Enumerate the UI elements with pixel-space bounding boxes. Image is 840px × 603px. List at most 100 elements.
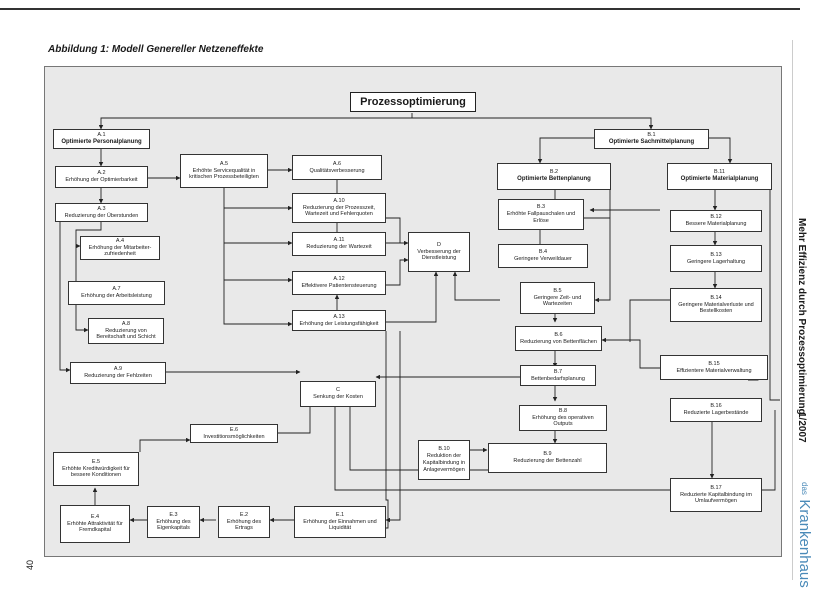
box-text: Erhöhung der Arbeitsleistung (81, 293, 152, 299)
box-text: Bessere Materialplanung (685, 221, 747, 227)
box-text: Reduzierte Lagerbestände (683, 410, 749, 416)
box-id: E.5 (91, 458, 101, 465)
box-text: Reduzierung der Überstunden (64, 212, 139, 219)
box-id: A.4 (115, 237, 125, 244)
box-id: C (336, 387, 340, 394)
box-id: A.12 (333, 276, 345, 283)
box-id: B.5 (553, 287, 562, 294)
box-id: A.10 (333, 197, 345, 204)
box-text: Reduzierung der Fehlzeiten (84, 373, 152, 379)
box-text: Qualitätsverbesserung (309, 167, 365, 174)
box-text: Erhöhte Kreditwürdigkeit für bessere Kon… (62, 465, 130, 479)
box-id: E.3 (169, 511, 178, 518)
box-id: B.14 (710, 294, 722, 301)
box-id: B.15 (708, 360, 720, 367)
box-id: B.10 (438, 446, 450, 453)
box-text: Reduzierung der Prozesszeit, Wartezeit u… (302, 204, 376, 218)
box-text: Geringere Zeit- und Wartezeiten (533, 294, 582, 308)
logo-bottom: Krankenhaus (796, 499, 813, 588)
box-id: A.8 (121, 320, 131, 327)
box-text: Erhöhung des operativen Outputs (532, 414, 594, 428)
issue-number: 1/2007 (796, 412, 807, 443)
box-text: Effektivere Patientensteuerung (301, 283, 377, 289)
box-text: Reduktion der Kapitalbindung in Anlageve… (422, 453, 466, 473)
box-id: B.8 (558, 407, 568, 414)
box-id: E.2 (239, 511, 249, 518)
margin-rule (792, 40, 793, 580)
page-number: 40 (25, 560, 35, 571)
box-id: A.5 (219, 160, 229, 167)
box-id: A.9 (113, 366, 123, 373)
box-id: A.13 (333, 313, 345, 320)
box-id: A.7 (112, 286, 121, 293)
box-id: D (437, 241, 441, 248)
logo-top: das (800, 482, 809, 495)
box-text: Optimierte Sachmittelplanung (608, 138, 695, 145)
top-rule (0, 8, 800, 10)
box-text: Geringere Materialverluste und Bestellko… (678, 301, 754, 315)
box-text: Investitionsmöglichkeiten (203, 433, 265, 440)
running-title: Mehr Effizienz durch Prozessoptimierung (796, 218, 807, 415)
box-id: B.2 (549, 169, 559, 176)
box-id: A.11 (333, 237, 345, 244)
box-id: B.4 (538, 249, 548, 256)
box-text: Reduzierte Kapitalbindung im Umlaufvermö… (680, 491, 752, 505)
box-text: Reduzierung von Bereitschaft und Schicht (96, 327, 156, 341)
box-text: Reduzierung der Wartezeit (306, 244, 372, 250)
box-text: Erhöhte Servicequalität in kritischen Pr… (189, 167, 259, 181)
box-id: A.2 (97, 170, 106, 177)
box-id: B.3 (536, 204, 546, 211)
box-text: Verbesserung der Dienstleistung (417, 248, 461, 262)
box-text: Erhöhte Fallpauschalen und Erlöse (506, 211, 576, 224)
box-text: Reduzierung von Bettenflächen (520, 338, 597, 345)
box-text: Effizientere Materialverwaltung (676, 367, 752, 374)
box-id: B.7 (553, 368, 563, 375)
box-id: A.1 (97, 131, 106, 138)
box-id: E.6 (229, 426, 239, 433)
box-text: Erhöhung der Optimierbarkeit (65, 177, 138, 183)
box-id: B.17 (710, 484, 722, 491)
box-text: Optimierte Bettenplanung (517, 176, 591, 183)
journal-logo: das Krankenhaus (795, 482, 813, 588)
box-text: Erhöhung des Ertrags (226, 518, 262, 532)
box-id: B.13 (710, 251, 722, 258)
box-id: A.3 (97, 205, 106, 212)
box-id: B.11 (714, 169, 725, 176)
box-id: A.6 (332, 160, 342, 167)
figure-caption: Abbildung 1: Modell Genereller Netzeneff… (48, 44, 264, 55)
box-id: B.12 (710, 214, 722, 221)
box-id: E.4 (90, 513, 100, 520)
box-text: Bettenbedarfsplanung (531, 375, 585, 382)
